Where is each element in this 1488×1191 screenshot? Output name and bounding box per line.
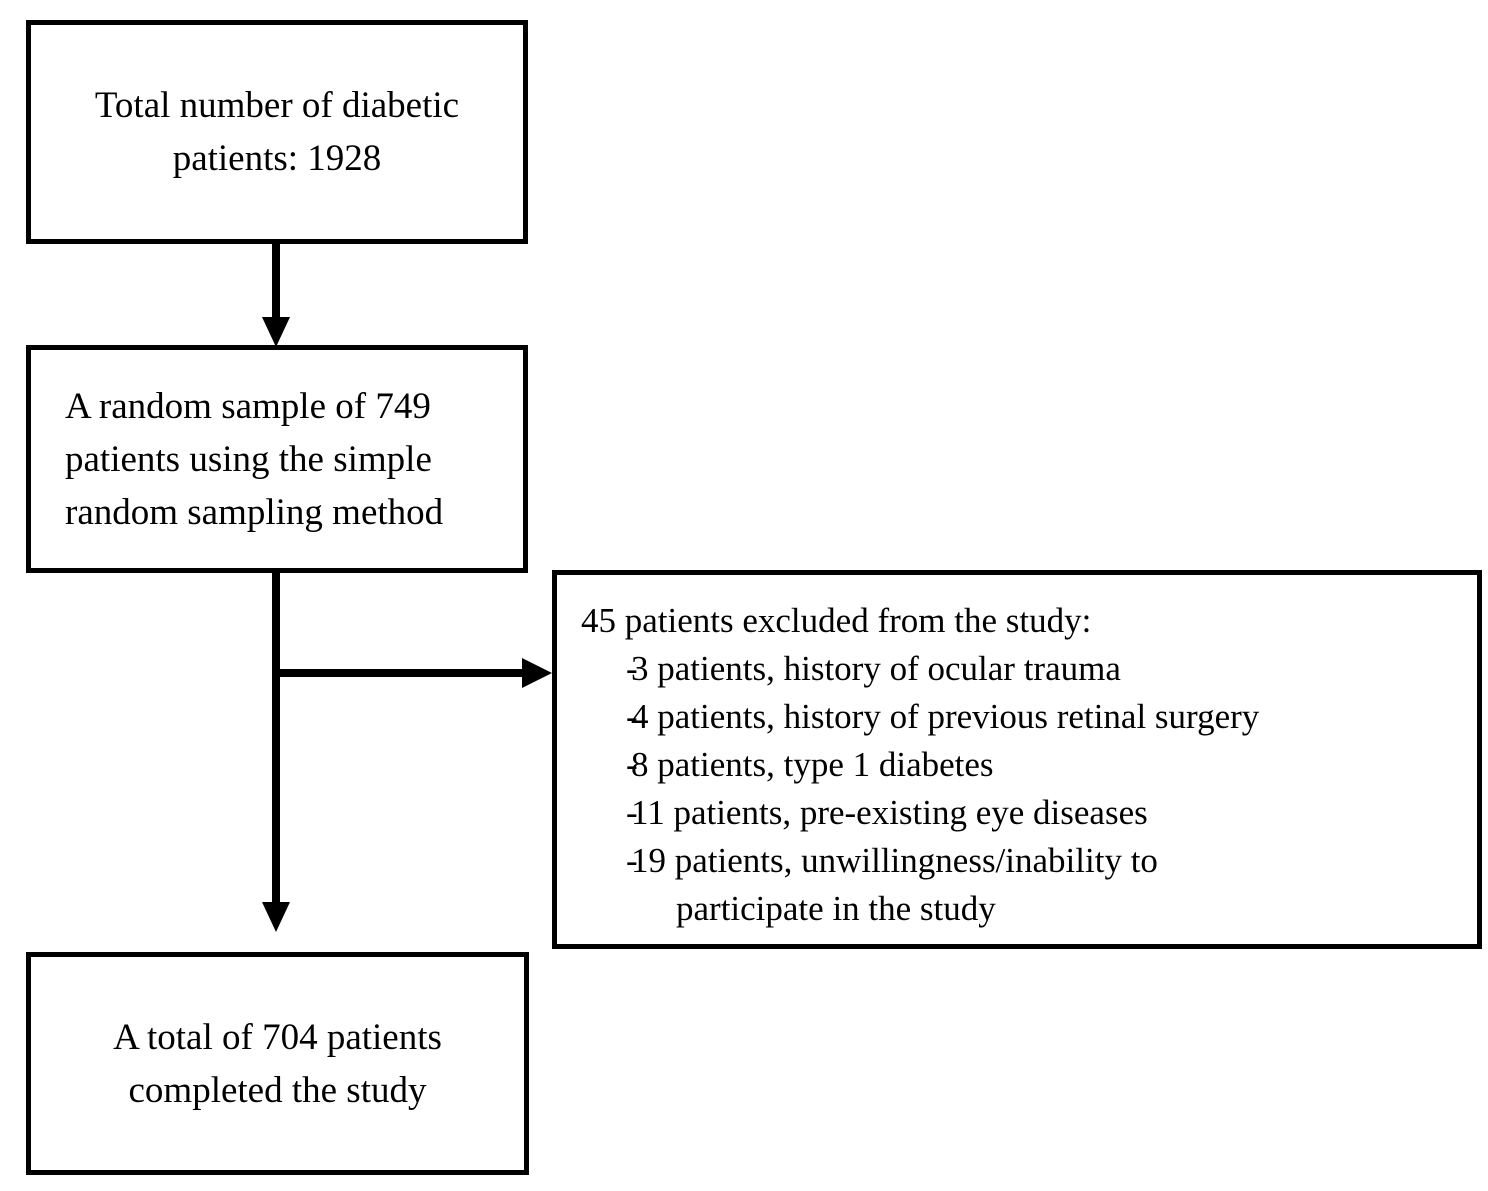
node-completed-line-1: A total of 704 patients <box>113 1016 442 1058</box>
excluded-item-continuation: participate in the study <box>676 889 996 928</box>
excluded-item-text: 8 patients, type 1 diabetes <box>631 745 994 784</box>
excluded-heading: 45 patients excluded from the study: <box>581 601 1092 640</box>
node-sample-line-3: random sampling method <box>65 491 444 533</box>
bullet-dash-icon: - <box>626 697 638 736</box>
node-sample-line-2: patients using the simple <box>65 438 432 480</box>
bullet-dash-icon: - <box>626 793 638 832</box>
excluded-item-text: 4 patients, history of previous retinal … <box>631 697 1260 736</box>
arrowhead-down-icon <box>262 902 290 932</box>
node-total-diabetic-patients: Total number of diabetic patients: 1928 <box>26 20 528 244</box>
excluded-item-text: 19 patients, unwillingness/inability to <box>631 841 1158 880</box>
node-excluded-patients: 45 patients excluded from the study: - 3… <box>552 570 1482 949</box>
list-item: - 11 patients, pre-existing eye diseases <box>581 789 1477 837</box>
list-item: - 19 patients, unwillingness/inability t… <box>581 837 1477 885</box>
list-item: - 3 patients, history of ocular trauma <box>581 645 1477 693</box>
node-completed-study: A total of 704 patients completed the st… <box>26 952 529 1175</box>
bullet-dash-icon: - <box>626 649 638 688</box>
connector-sample-to-excluded <box>276 669 526 677</box>
node-sample-line-1: A random sample of 749 <box>65 385 431 427</box>
excluded-item-text: 3 patients, history of ocular trauma <box>631 649 1121 688</box>
list-item: - 4 patients, history of previous retina… <box>581 693 1477 741</box>
bullet-dash-icon: - <box>626 745 638 784</box>
bullet-dash-icon: - <box>626 841 638 880</box>
list-item: - 8 patients, type 1 diabetes <box>581 741 1477 789</box>
arrowhead-down-icon <box>262 317 290 347</box>
excluded-item-text: 11 patients, pre-existing eye diseases <box>631 793 1148 832</box>
node-completed-line-2: completed the study <box>128 1069 427 1111</box>
arrowhead-right-icon <box>522 658 552 688</box>
node-total-line-2: patients: 1928 <box>172 138 382 179</box>
node-random-sample: A random sample of 749 patients using th… <box>26 345 528 573</box>
connector-sample-to-completed <box>272 572 280 906</box>
node-total-line-1: Total number of diabetic <box>94 85 460 126</box>
connector-total-to-sample <box>272 243 280 321</box>
